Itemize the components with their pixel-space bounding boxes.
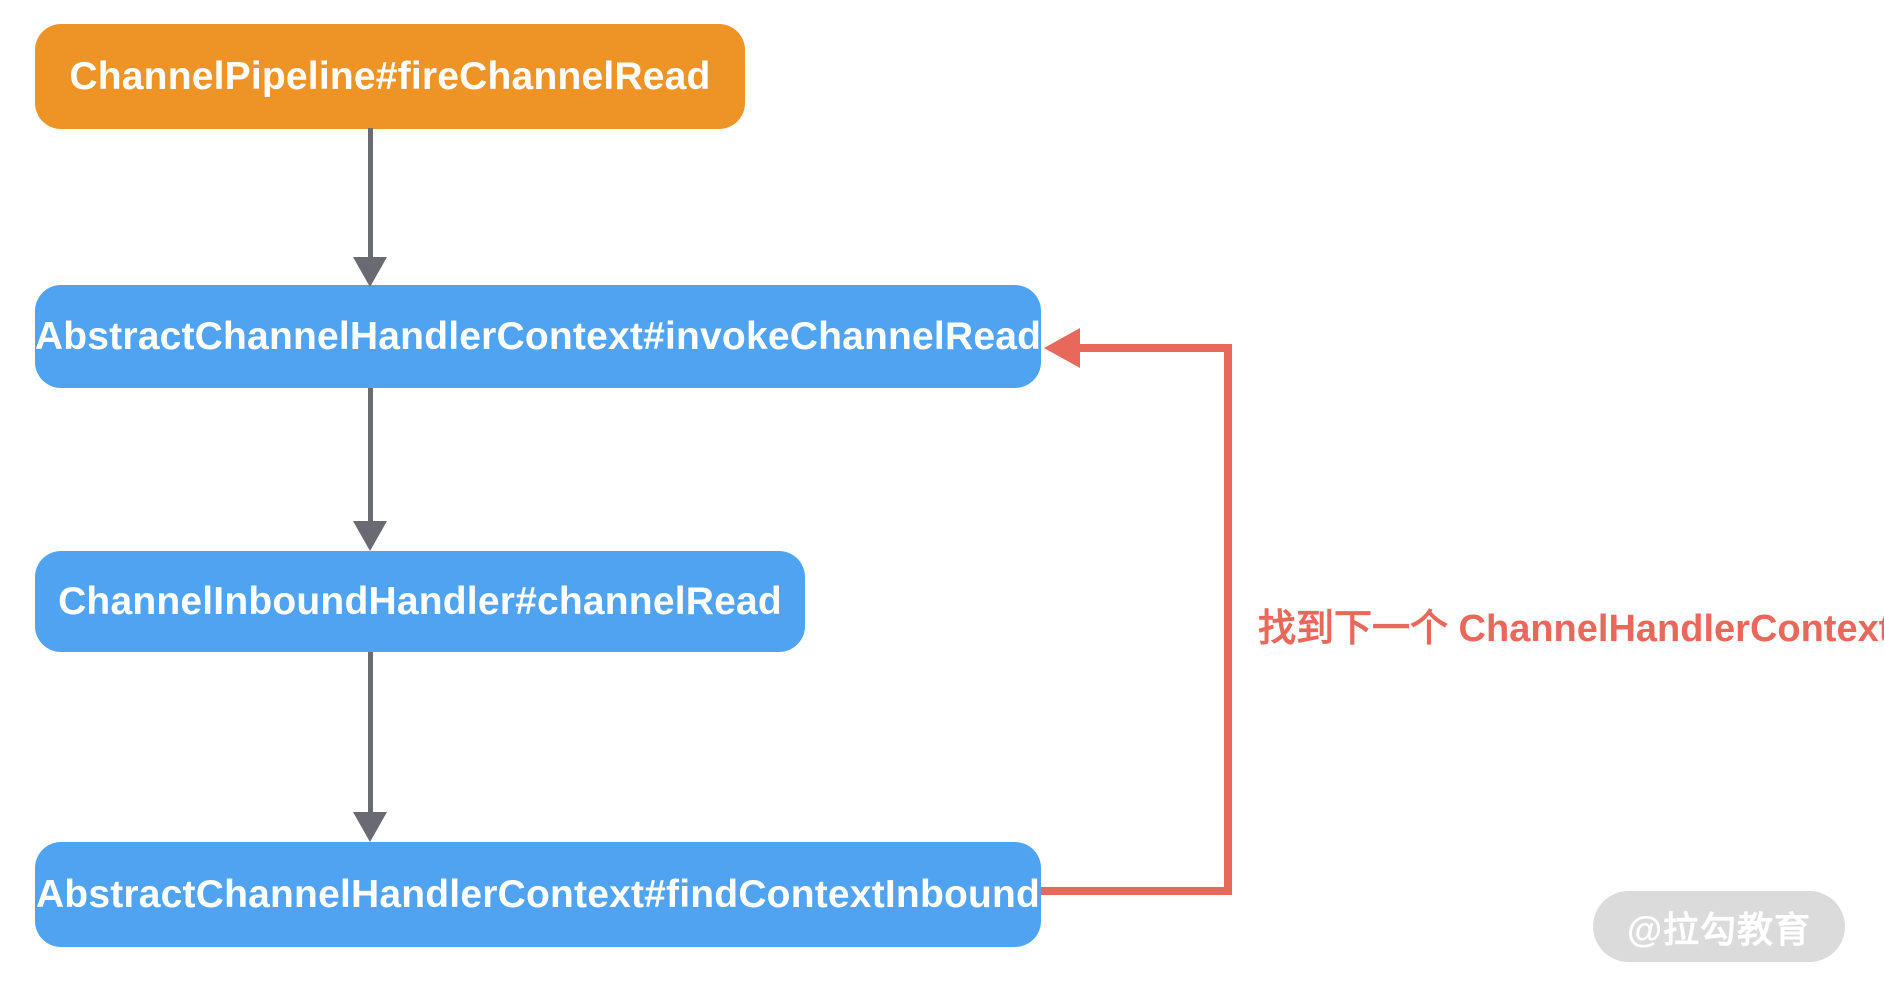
watermark-label: @拉勾教育 bbox=[1626, 908, 1812, 950]
arrowhead-down-icon bbox=[353, 257, 387, 287]
node-abstractchannelhandlercontext-invokechannelread: AbstractChannelHandlerContext#invokeChan… bbox=[35, 285, 1041, 388]
node-label: ChannelInboundHandler#channelRead bbox=[58, 579, 782, 623]
arrowhead-left-icon bbox=[1044, 328, 1080, 368]
arrow-line-read-to-find bbox=[368, 652, 373, 813]
node-channelpipeline-firechannelread: ChannelPipeline#fireChannelRead bbox=[35, 24, 745, 129]
arrow-line-fire-to-invoke bbox=[368, 128, 373, 258]
loopback-segment-bottom bbox=[1041, 887, 1232, 895]
arrow-line-invoke-to-read bbox=[368, 388, 373, 522]
node-abstractchannelhandlercontext-findcontextinbound: AbstractChannelHandlerContext#findContex… bbox=[35, 842, 1041, 947]
watermark-badge: @拉勾教育 bbox=[1593, 891, 1845, 962]
node-channelinboundhandler-channelread: ChannelInboundHandler#channelRead bbox=[35, 551, 805, 652]
arrowhead-down-icon bbox=[353, 812, 387, 842]
node-label: ChannelPipeline#fireChannelRead bbox=[69, 54, 711, 98]
node-label: AbstractChannelHandlerContext#findContex… bbox=[35, 872, 1041, 916]
loopback-segment-vertical bbox=[1224, 344, 1232, 895]
node-label: AbstractChannelHandlerContext#invokeChan… bbox=[34, 314, 1042, 358]
edge-annotation: 找到下一个 ChannelHandlerContext bbox=[1258, 608, 1884, 650]
arrowhead-down-icon bbox=[353, 521, 387, 551]
loopback-segment-top bbox=[1078, 344, 1232, 352]
